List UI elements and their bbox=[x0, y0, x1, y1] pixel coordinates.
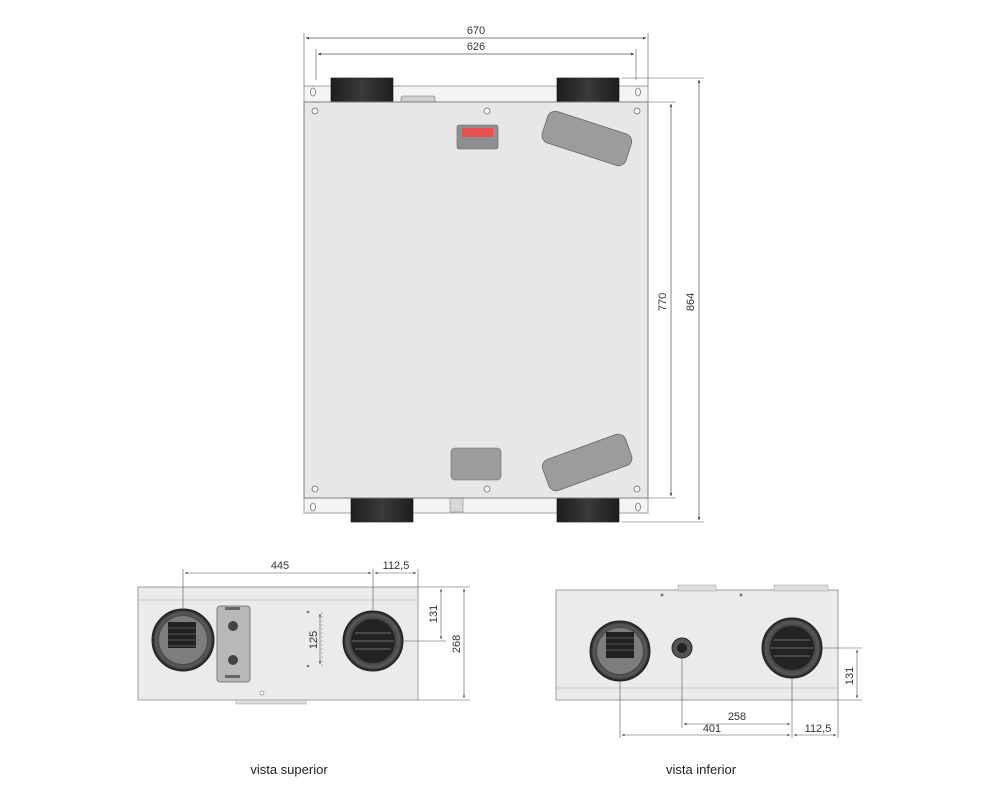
filter-cover-bottom bbox=[542, 433, 633, 492]
dim-width-outer: 670 bbox=[467, 25, 485, 37]
dim-edge-top: 112,5 bbox=[383, 560, 410, 572]
dim-span-b: 401 bbox=[703, 723, 721, 735]
dim-span-top: 445 bbox=[271, 560, 289, 572]
dim-duct-height-top: 131 bbox=[428, 605, 440, 623]
caption-top-view: vista superior bbox=[250, 762, 328, 777]
top-view: 125 445 112,5 131 268 vista superior bbox=[137, 560, 470, 777]
access-cover bbox=[450, 447, 502, 481]
dim-height-inner: 770 bbox=[657, 293, 669, 311]
front-view: 670 626 770 864 bbox=[303, 25, 704, 523]
condensate-drain bbox=[449, 496, 464, 513]
dim-height-outer: 864 bbox=[685, 293, 697, 311]
caption-bottom-view: vista inferior bbox=[666, 762, 737, 777]
indicator-red bbox=[462, 128, 493, 137]
duct-top-left bbox=[330, 77, 394, 104]
front-panel bbox=[303, 101, 649, 499]
bottom-duct-left-grille bbox=[606, 632, 634, 658]
duct-top-right bbox=[556, 77, 620, 104]
dim-depth: 268 bbox=[451, 635, 463, 653]
control-plate bbox=[216, 605, 251, 683]
duct-bottom-right bbox=[556, 496, 620, 523]
filter-cover-top bbox=[541, 110, 633, 167]
top-duct-left-grille bbox=[168, 622, 196, 648]
dim-width-inner: 626 bbox=[467, 41, 485, 53]
duct-bottom-left bbox=[350, 496, 414, 523]
dim-span-a: 258 bbox=[728, 711, 746, 723]
dim-spacing: 125 bbox=[308, 631, 320, 649]
dim-height-bottom: 131 bbox=[844, 667, 856, 685]
bottom-view: 131 258 401 112,5 vista inferior bbox=[555, 584, 862, 777]
dim-edge-bottom: 112,5 bbox=[805, 723, 832, 735]
